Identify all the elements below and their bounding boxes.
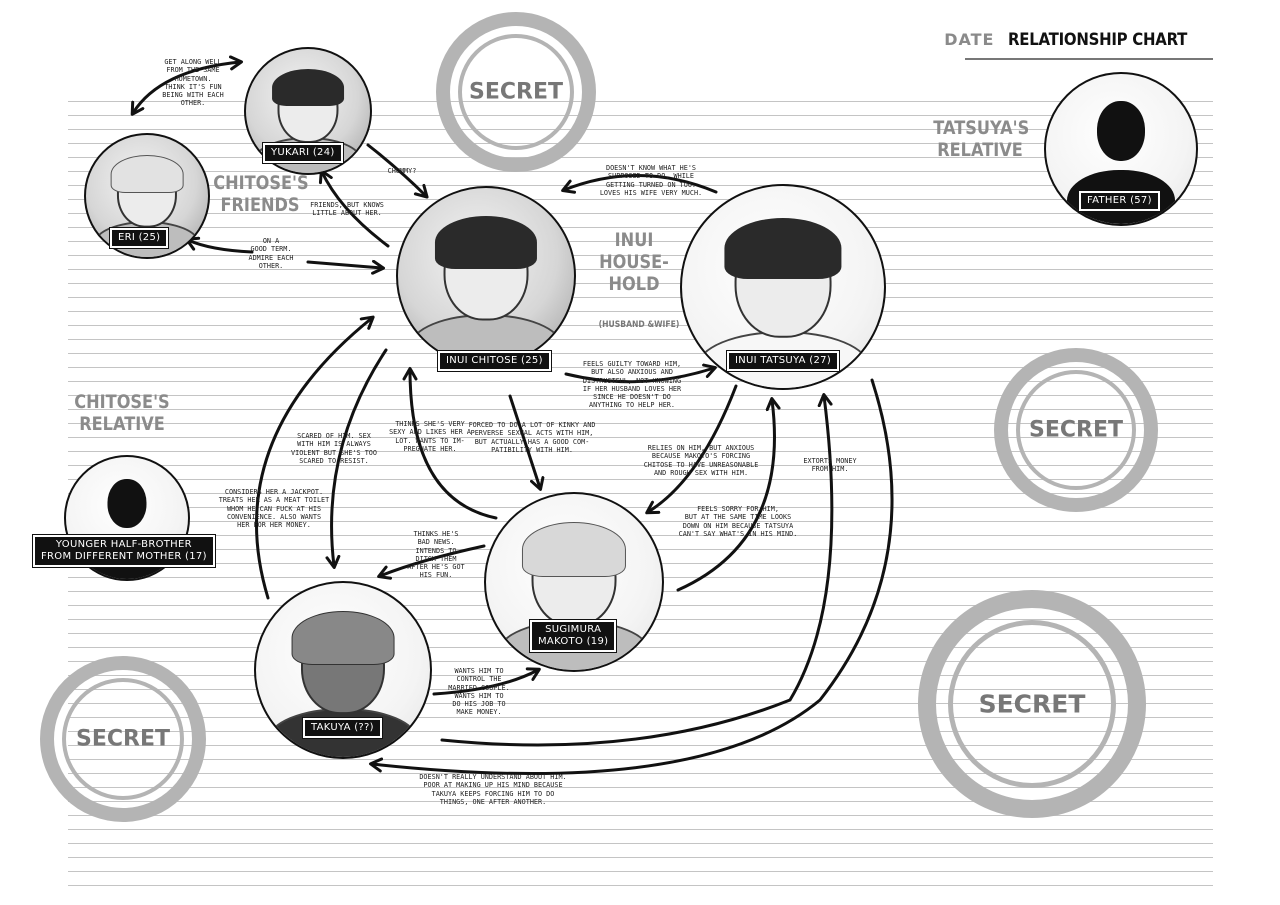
note-extorts-money: EXTORTS MONEY FROM HIM. bbox=[803, 457, 857, 474]
header-underline bbox=[965, 58, 1213, 60]
note-good-terms: ON A GOOD TERM. ADMIRE EACH OTHER. bbox=[248, 237, 294, 270]
arrow-tatsuya-makoto bbox=[645, 384, 738, 515]
secret-circle-top: SECRET bbox=[436, 12, 596, 172]
note-makoto-sorry: FEELS SORRY FOR HIM, BUT AT THE SAME TIM… bbox=[678, 505, 798, 538]
arrow-yukari-chitose bbox=[366, 143, 429, 199]
chitose-portrait bbox=[396, 186, 576, 366]
secret-circle-right: SECRET bbox=[994, 348, 1158, 512]
note-takuya-jackpot: CONSIDERS HER A JACKPOT. TREATS HER AS A… bbox=[218, 488, 330, 530]
tatsuya-name-label: INUI TATSUYA (27) bbox=[725, 350, 841, 372]
arrow-makoto-chitose bbox=[402, 367, 498, 520]
date-label: DATE bbox=[944, 30, 995, 49]
arrow-takuya-makoto bbox=[432, 667, 541, 696]
yukari-name-label: YUKARI (24) bbox=[262, 142, 344, 164]
group-sublabel-husband-wife: (HUSBAND &WIFE) bbox=[598, 320, 680, 330]
note-chitose-to-tatsuya: FEELS GUILTY TOWARD HIM, BUT ALSO ANXIOU… bbox=[582, 360, 682, 410]
note-chitose-scared: SCARED OF HIM. SEX WITH HIM IS ALWAYS VI… bbox=[291, 432, 377, 465]
group-label-chitose-relative: CHITOSE'S RELATIVE bbox=[74, 391, 170, 435]
note-makoto-thinks-chitose: THINKS SHE'S VERY SEXY AND LIKES HER A L… bbox=[389, 420, 471, 453]
takuya-name-label: TAKUYA (??) bbox=[302, 717, 383, 739]
arrow-takuya-chitose bbox=[255, 315, 375, 600]
father-name-label: FATHER (57) bbox=[1078, 190, 1161, 212]
arrow-tatsuya-chitose bbox=[561, 174, 718, 194]
brother-name-label: YOUNGER HALF-BROTHER FROM DIFFERENT MOTH… bbox=[32, 534, 216, 568]
arrow-makoto-tatsuya bbox=[676, 397, 781, 592]
group-label-inui-household: INUI HOUSE- HOLD bbox=[599, 229, 669, 295]
arrow-makoto-takuya bbox=[377, 544, 486, 580]
arrow-takuya-tatsuya bbox=[440, 393, 834, 747]
note-chummy: CHUMMY? bbox=[387, 167, 417, 175]
note-tatsuya-to-takuya: DOESN'T REALLY UNDERSTAND ABOUT HIM. POO… bbox=[419, 773, 567, 806]
arrow-tatsuya-takuya-long bbox=[369, 378, 894, 776]
secret-circle-bottom-left: SECRET bbox=[40, 656, 206, 822]
note-eri-yukari: GET ALONG WELL FROM THE SAME HOMETOWN. T… bbox=[162, 58, 224, 108]
note-friends-know-little: FRIENDS, BUT KNOWS LITTLE ABOUT HER. bbox=[310, 201, 384, 218]
secret-circle-bottom-right: SECRET bbox=[918, 590, 1146, 818]
eri-name-label: ERI (25) bbox=[108, 227, 170, 249]
arrow-chitose-yukari bbox=[318, 169, 390, 248]
makoto-name-label: SUGIMURA MAKOTO (19) bbox=[528, 619, 618, 653]
takuya-portrait bbox=[254, 581, 432, 759]
note-tatsuya-relies: RELIES ON HIM, BUT ANXIOUS BECAUSE MAKOT… bbox=[643, 444, 759, 477]
note-chitose-forced: FORCED TO DO A LOT OF KINKY AND PERVERSE… bbox=[468, 421, 596, 454]
arrow-eri-yukari bbox=[130, 55, 243, 116]
arrow-eri-chitose bbox=[306, 259, 385, 275]
note-tatsuya-to-chitose: DOESN'T KNOW WHAT HE'S SUPPOSED TO DO, W… bbox=[599, 164, 703, 197]
chart-header: DATE RELATIONSHIP CHART bbox=[944, 30, 1212, 50]
note-makoto-bad-news: THINKS HE'S BAD NEWS. INTENDS TO DITCH T… bbox=[407, 530, 465, 580]
chitose-name-label: INUI CHITOSE (25) bbox=[437, 350, 552, 372]
arrow-chitose-takuya bbox=[325, 348, 388, 569]
group-label-tatsuya-relative: TATSUYA'S RELATIVE bbox=[933, 117, 1030, 161]
note-takuya-wants: WANTS HIM TO CONTROL THE MARRIED COUPLE.… bbox=[448, 667, 510, 717]
group-label-chitose-friends: CHITOSE'S FRIENDS bbox=[213, 172, 309, 216]
page-title: RELATIONSHIP CHART bbox=[1008, 30, 1188, 50]
arrow-chitose-makoto bbox=[508, 394, 545, 491]
